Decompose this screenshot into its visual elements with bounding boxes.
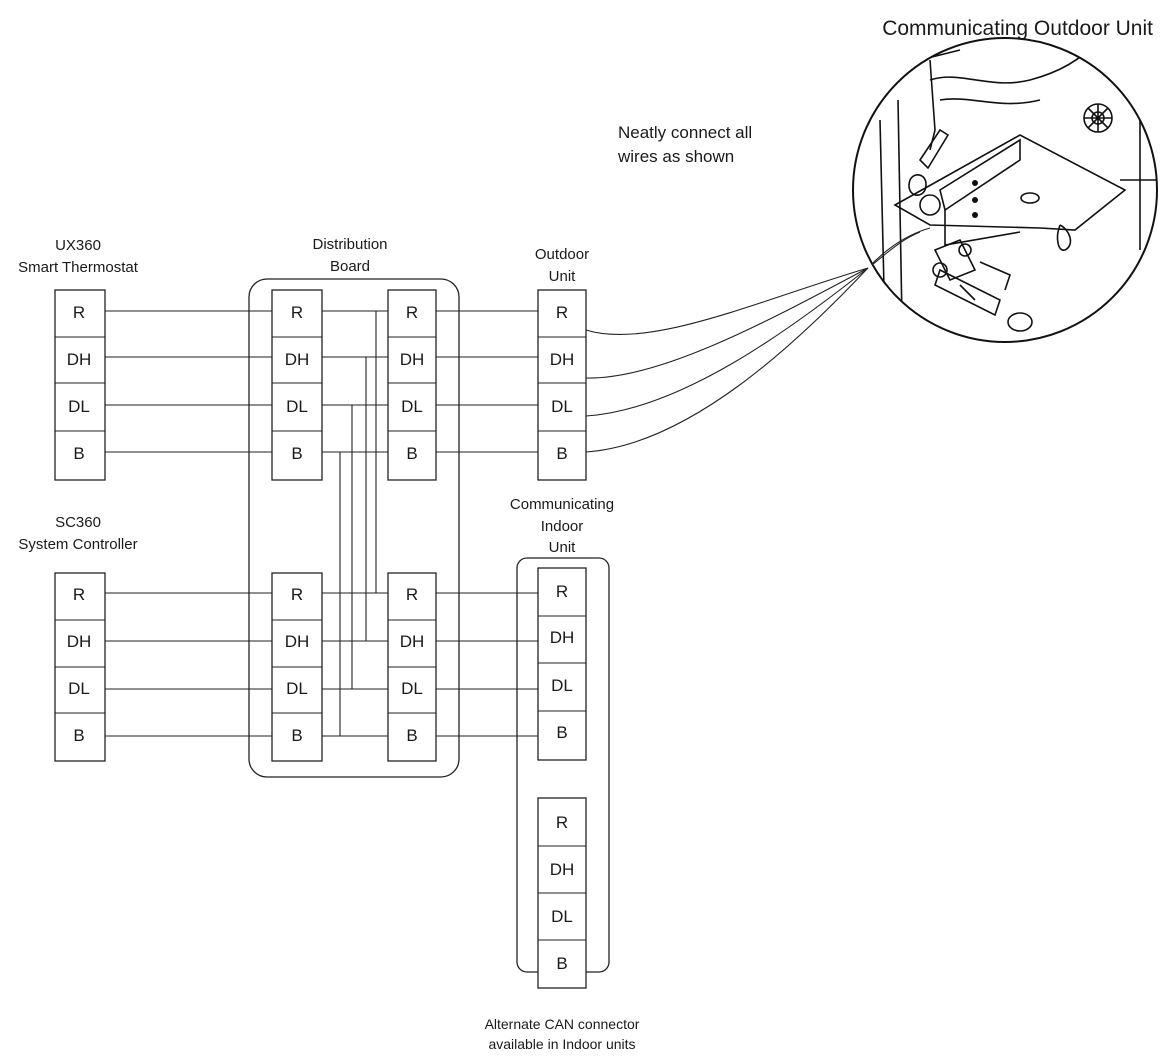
board-tr-terminal-r: R (406, 303, 418, 322)
controller-terminal-b: B (73, 726, 84, 745)
board-bl-terminal-dh: DH (285, 632, 310, 651)
outdoor-unit-terminals: R DH DL B (537, 289, 587, 481)
alternate-can-terminals: R DH DL B (537, 797, 587, 989)
indoor-terminal-dh: DH (550, 628, 575, 647)
board-tr-terminal-dh: DH (400, 350, 425, 369)
indoor-unit-terminals: R DH DL B (537, 567, 587, 761)
board-tl-terminal-r: R (291, 303, 303, 322)
board-tl-terminal-dh: DH (285, 350, 310, 369)
note-line-1: Neatly connect all (618, 123, 752, 142)
thermostat-label-2: Smart Thermostat (18, 259, 139, 276)
controller-label-2: System Controller (18, 536, 137, 553)
controller-terminal-r: R (73, 585, 85, 604)
thermostat-terminals: R DH DL B (54, 289, 106, 481)
board-terminals-top-right: R DH DL B (387, 289, 437, 481)
indoor-terminal-dl: DL (551, 676, 573, 695)
thermostat-label-1: UX360 (55, 237, 101, 254)
indoor-label-1: Communicating (510, 496, 614, 513)
wires (105, 267, 869, 737)
controller-terminal-dh: DH (67, 632, 92, 651)
board-br-terminal-b: B (406, 726, 417, 745)
alternate-terminal-dl: DL (551, 907, 573, 926)
outdoor-terminal-r: R (556, 303, 568, 322)
controller-terminal-dl: DL (68, 679, 90, 698)
indoor-terminal-r: R (556, 582, 568, 601)
alternate-terminal-dh: DH (550, 860, 575, 879)
board-terminals-bottom-left: R DH DL B (271, 572, 323, 762)
indoor-terminal-b: B (556, 723, 567, 742)
thermostat-terminal-r: R (73, 303, 85, 322)
outdoor-label-2: Unit (549, 268, 577, 285)
board-label-2: Board (330, 258, 370, 275)
thermostat-terminal-dh: DH (67, 350, 92, 369)
board-tr-terminal-dl: DL (401, 397, 423, 416)
outdoor-terminal-b: B (556, 444, 567, 463)
outdoor-label-1: Outdoor (535, 246, 589, 263)
controller-terminals: R DH DL B (54, 572, 106, 762)
board-tl-terminal-b: B (291, 444, 302, 463)
thermostat-terminal-b: B (73, 444, 84, 463)
indoor-label-2: Indoor (541, 518, 584, 535)
board-tl-terminal-dl: DL (286, 397, 308, 416)
note-line-2: wires as shown (617, 147, 734, 166)
alternate-terminal-b: B (556, 954, 567, 973)
board-bl-terminal-dl: DL (286, 679, 308, 698)
board-terminals-bottom-right: R DH DL B (387, 572, 437, 762)
alternate-label-2: available in Indoor units (488, 1036, 635, 1052)
diagram-title: Communicating Outdoor Unit (882, 17, 1153, 40)
alternate-terminal-r: R (556, 813, 568, 832)
controller-label-1: SC360 (55, 514, 101, 531)
board-br-terminal-dl: DL (401, 679, 423, 698)
board-br-terminal-r: R (406, 585, 418, 604)
thermostat-terminal-dl: DL (68, 397, 90, 416)
outdoor-unit-detail-illustration (852, 37, 1158, 343)
alternate-label-1: Alternate CAN connector (485, 1016, 640, 1032)
board-tr-terminal-b: B (406, 444, 417, 463)
board-terminals-top-left: R DH DL B (271, 289, 323, 481)
indoor-label-3: Unit (549, 539, 577, 556)
board-bl-terminal-b: B (291, 726, 302, 745)
outdoor-terminal-dl: DL (551, 397, 573, 416)
distribution-board-outline (248, 278, 460, 778)
board-br-terminal-dh: DH (400, 632, 425, 651)
board-bl-terminal-r: R (291, 585, 303, 604)
outdoor-terminal-dh: DH (550, 350, 575, 369)
board-label-1: Distribution (312, 236, 387, 253)
